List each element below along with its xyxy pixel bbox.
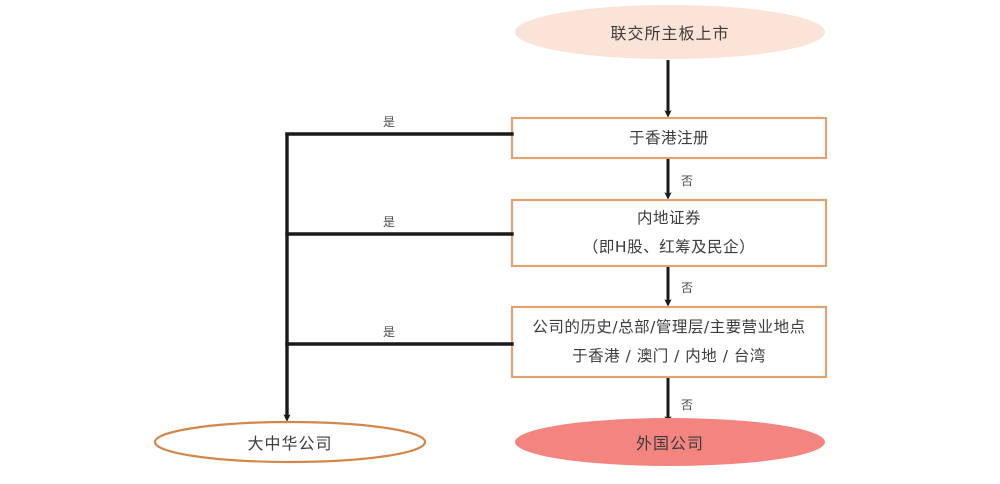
decision2-shape (510, 198, 828, 268)
outcome-greater-china-shape (153, 420, 427, 464)
decision1-shape (510, 116, 828, 160)
decision3-shape (510, 305, 828, 379)
outcome-foreign-shape (515, 418, 825, 466)
start-node-shape (515, 5, 825, 59)
